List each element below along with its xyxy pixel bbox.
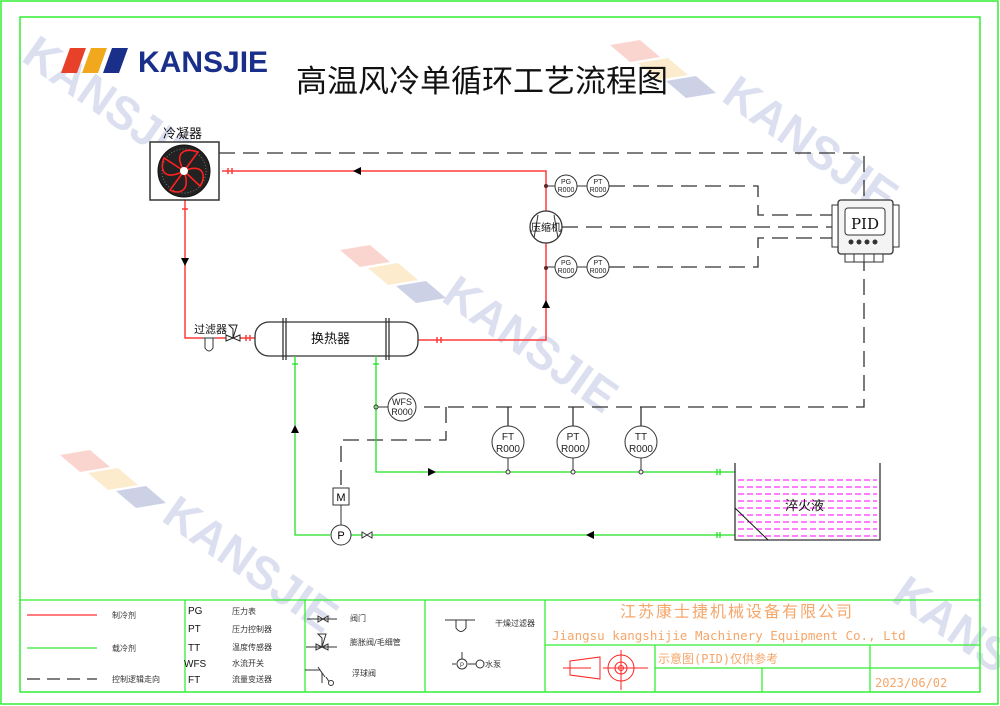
svg-text:TT: TT: [635, 432, 647, 443]
disclaimer-note: 示意图(PID)仅供参考: [658, 651, 778, 666]
drier-filter[interactable]: [203, 337, 215, 352]
svg-text:阀门: 阀门: [350, 613, 366, 623]
refrigerant-lines: [182, 168, 547, 343]
svg-text:压力表: 压力表: [232, 606, 256, 616]
expansion-valve-symbol-icon: [306, 633, 337, 651]
page-title: 高温风冷单循环工艺流程图: [296, 64, 668, 100]
svg-text:PT: PT: [567, 432, 580, 443]
control-lines: [219, 152, 865, 485]
heat-exchanger[interactable]: 换热器: [254, 318, 419, 360]
svg-text:水泵: 水泵: [485, 659, 501, 669]
pid-controller[interactable]: PID: [831, 199, 900, 263]
svg-text:温度传感器: 温度传感器: [232, 642, 272, 652]
svg-text:FT: FT: [188, 675, 200, 686]
coolant-lines: [292, 356, 735, 538]
company-name-cn: 江苏康士捷机械设备有限公司: [620, 602, 854, 621]
compressor[interactable]: 压缩机: [529, 210, 563, 244]
float-valve-symbol-icon: [305, 666, 331, 684]
water-pump[interactable]: P: [330, 524, 352, 546]
svg-text:M: M: [336, 492, 345, 504]
svg-text:R000: R000: [558, 268, 575, 275]
svg-text:膨胀阀/毛细管: 膨胀阀/毛细管: [350, 637, 401, 647]
svg-text:FT: FT: [502, 432, 514, 443]
svg-text:R000: R000: [590, 187, 607, 194]
motor[interactable]: M: [332, 487, 350, 506]
svg-text:KANSJIE: KANSJIE: [434, 266, 627, 423]
svg-text:KANSJIE: KANSJIE: [714, 66, 907, 223]
svg-text:R000: R000: [558, 187, 575, 194]
gate-valve[interactable]: [361, 531, 373, 539]
flow-arrow: [291, 425, 299, 433]
svg-text:控制逻辑走向: 控制逻辑走向: [112, 674, 160, 684]
svg-text:PID: PID: [851, 215, 879, 233]
instrument-connectors: [546, 185, 587, 268]
svg-text:浮球阀: 浮球阀: [352, 668, 376, 678]
projection-symbol-icon: [563, 650, 648, 690]
svg-text:水流开关: 水流开关: [232, 658, 264, 668]
svg-text:换热器: 换热器: [311, 332, 350, 347]
svg-text:PT: PT: [188, 624, 201, 635]
svg-text:制冷剂: 制冷剂: [112, 610, 136, 620]
svg-text:压力控制器: 压力控制器: [232, 624, 272, 634]
svg-text:TT: TT: [188, 643, 200, 654]
inner-border: [19, 16, 981, 693]
kansjie-logo: KANSJIE: [61, 46, 268, 79]
legend: 制冷剂 载冷剂 控制逻辑走向 PG PT TT WFS FT 压力表 压力控制器…: [27, 606, 535, 686]
flow-arrow: [586, 531, 594, 539]
svg-text:WFS: WFS: [392, 397, 412, 407]
svg-text:R000: R000: [590, 268, 607, 275]
svg-text:WFS: WFS: [184, 659, 207, 670]
svg-text:KANSJIE: KANSJIE: [138, 46, 268, 79]
svg-text:压缩机: 压缩机: [531, 221, 561, 234]
svg-text:P: P: [337, 530, 344, 542]
svg-text:载冷剂: 载冷剂: [112, 643, 136, 653]
company-name-en: Jiangsu kangshijie Machinery Equipment C…: [552, 628, 906, 643]
svg-text:R000: R000: [561, 444, 585, 455]
drier-filter-symbol-icon: [445, 619, 475, 632]
drawing-date: 2023/06/02: [875, 676, 947, 690]
svg-text:R000: R000: [629, 444, 653, 455]
condenser[interactable]: [149, 141, 220, 201]
filter-label: 过滤器: [194, 323, 227, 336]
svg-text:PG: PG: [188, 606, 203, 617]
quench-tank[interactable]: 淬火液: [734, 463, 881, 541]
svg-text:R000: R000: [496, 444, 520, 455]
svg-text:PT: PT: [594, 260, 604, 267]
flow-arrow: [353, 167, 361, 175]
flow-arrow: [542, 300, 550, 308]
flow-arrow: [428, 468, 436, 476]
svg-text:PT: PT: [594, 179, 604, 186]
svg-text:R000: R000: [391, 407, 413, 417]
valve-symbol-icon: [307, 615, 337, 623]
flow-arrow: [181, 258, 189, 266]
svg-text:干燥过滤器: 干燥过滤器: [495, 618, 535, 628]
svg-text:流量变送器: 流量变送器: [232, 674, 272, 684]
pump-symbol-letter: P: [460, 663, 464, 669]
svg-text:PG: PG: [561, 260, 571, 267]
condenser-label: 冷凝器: [163, 126, 202, 142]
svg-text:PG: PG: [561, 179, 571, 186]
expansion-valve[interactable]: [225, 324, 241, 342]
svg-text:淬火液: 淬火液: [785, 499, 824, 514]
title-block: [20, 599, 980, 692]
